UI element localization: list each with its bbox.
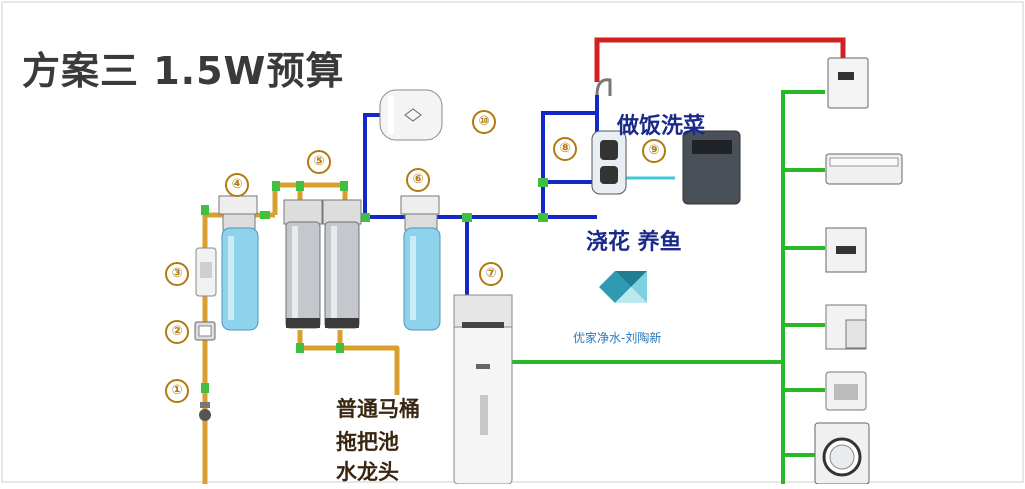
pp-filter-housing xyxy=(218,195,259,331)
soft-water-pipes xyxy=(510,90,825,484)
label-mop-sink: 拖把池 xyxy=(336,430,399,454)
callout-2: ② xyxy=(165,320,189,344)
purified-fittings xyxy=(361,178,548,222)
smart-toilet xyxy=(825,304,867,350)
pre-filter xyxy=(195,247,217,297)
callout-7: ⑦ xyxy=(479,262,503,286)
water-heater xyxy=(827,57,869,109)
callout-4: ④ xyxy=(225,173,249,197)
basin xyxy=(825,227,867,273)
brand-watermark: 优家净水-刘陶新 xyxy=(573,331,662,345)
label-toilet: 普通马桶 xyxy=(336,397,420,421)
bathtub xyxy=(825,153,903,185)
callout-10: ⑩ xyxy=(472,110,496,134)
sink-unit xyxy=(825,371,867,411)
callout-8: ⑧ xyxy=(553,137,577,161)
callout-9: ⑨ xyxy=(642,139,666,163)
brand-logo xyxy=(599,271,647,303)
water-dispenser xyxy=(682,130,741,205)
label-faucet: 水龙头 xyxy=(336,460,399,484)
callout-1: ① xyxy=(165,379,189,403)
water-softener xyxy=(453,294,513,484)
supply-fittings xyxy=(201,181,348,393)
callout-5: ⑤ xyxy=(307,150,331,174)
callout-6: ⑥ xyxy=(406,168,430,192)
under-sink-purifier xyxy=(591,78,627,195)
central-filters xyxy=(283,199,362,329)
callout-3: ③ xyxy=(165,262,189,286)
pressure-reducer xyxy=(194,321,216,341)
carbon-filter-housing xyxy=(400,195,441,331)
page-title: 方案三 1.5W预算 xyxy=(22,49,345,93)
label-watering: 浇花 养鱼 xyxy=(586,230,682,255)
label-cooking: 做饭洗菜 xyxy=(617,114,706,139)
washing-machine xyxy=(814,422,870,484)
hot-water-pipe xyxy=(594,37,846,82)
inlet-valve xyxy=(199,402,211,421)
pressure-tank xyxy=(379,89,443,141)
